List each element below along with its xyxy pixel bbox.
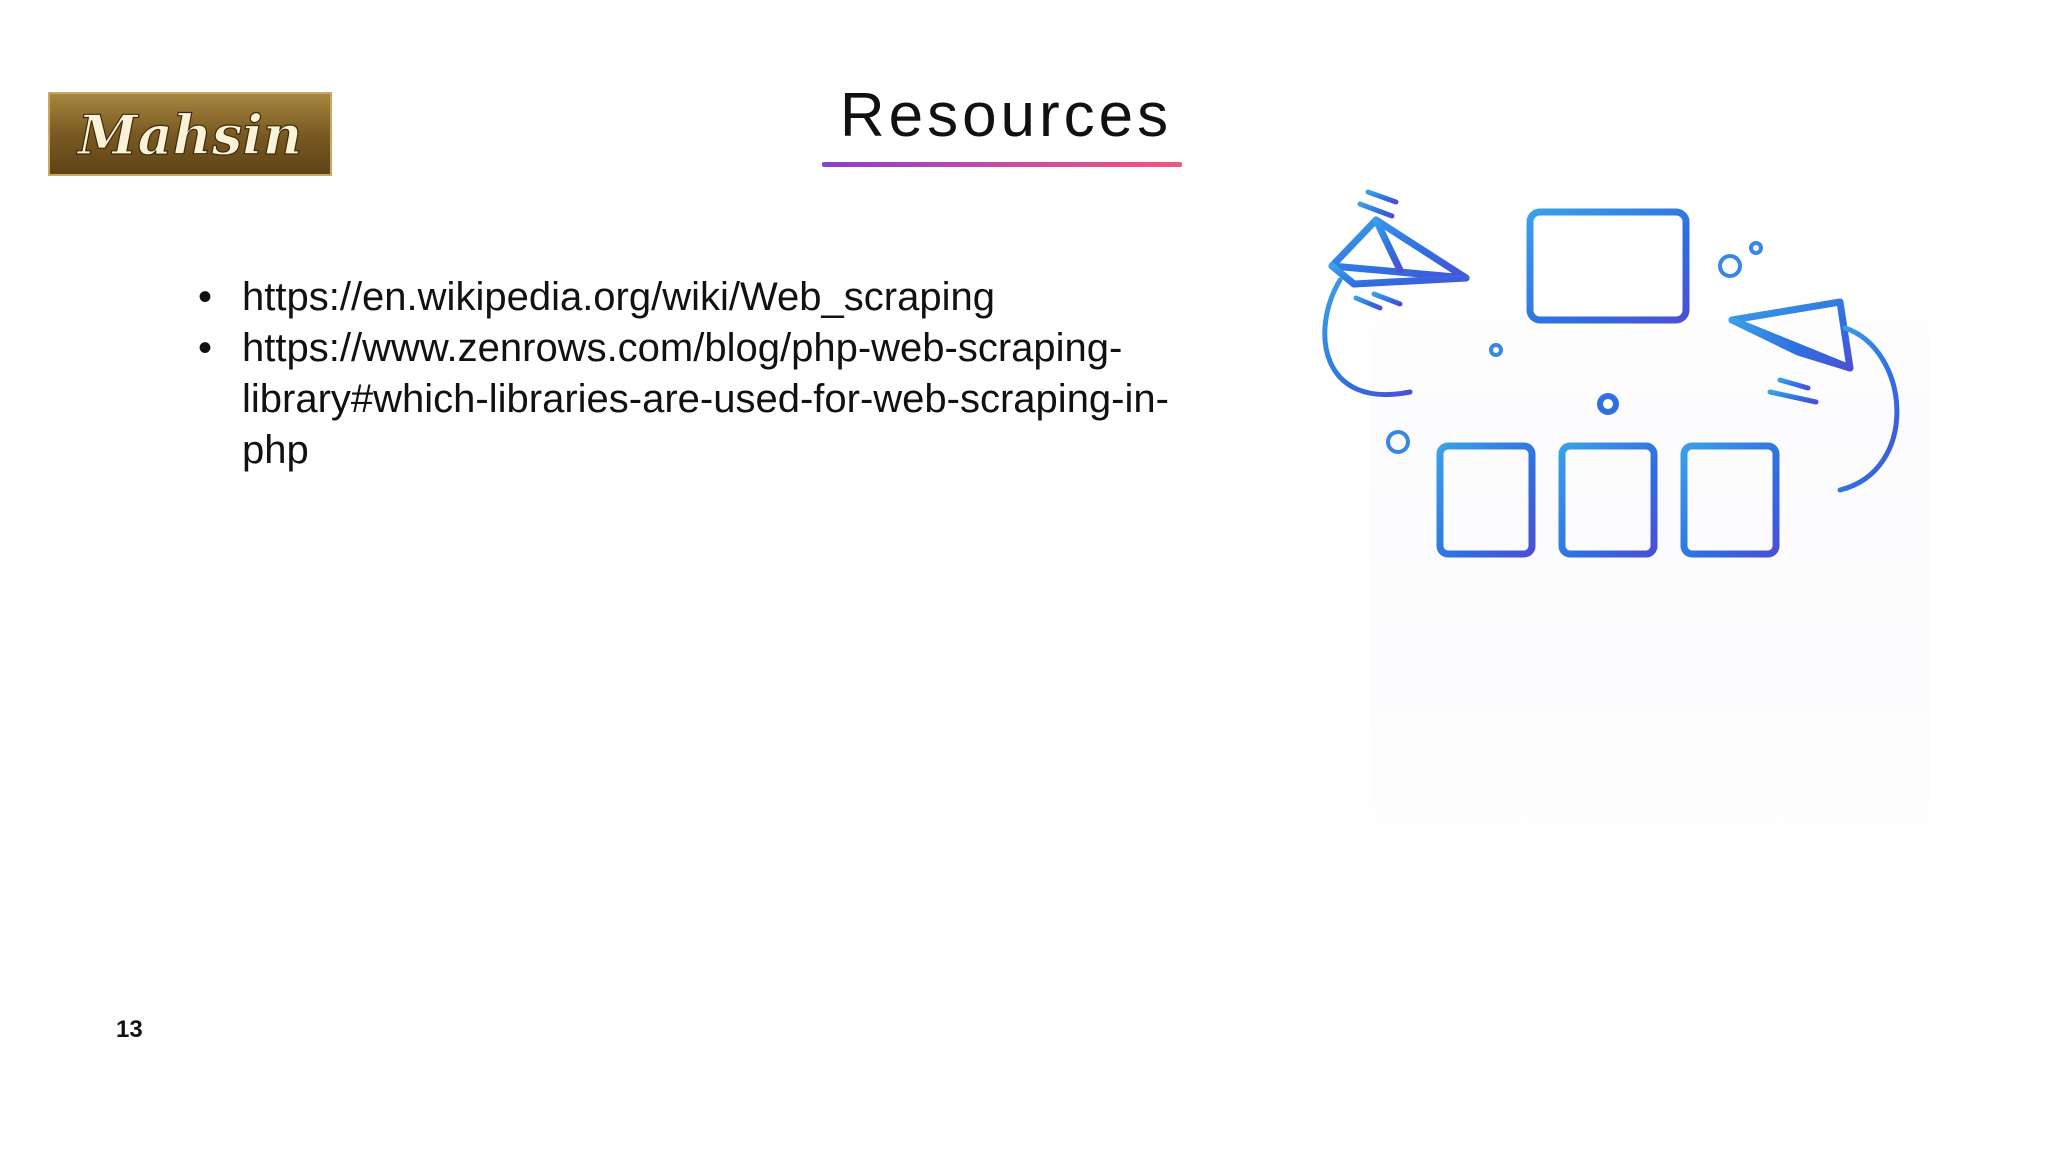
network-illustration — [1322, 189, 1900, 558]
logo-text: Mahsin — [76, 103, 302, 167]
paper-plane-icon — [1328, 216, 1470, 288]
slide-title: Resources — [839, 81, 1173, 150]
computer-network-sitemap-icon — [1300, 180, 1940, 580]
mahsin-logo: Mahsin — [48, 92, 332, 176]
document-icon — [1436, 442, 1536, 558]
resource-link-1[interactable]: https://en.wikipedia.org/wiki/Web_scrapi… — [242, 275, 995, 319]
bullet-marker: • — [197, 275, 212, 319]
resource-link-2[interactable]: https://www.zenrows.com/blog/php-web-scr… — [242, 326, 1169, 472]
page-number: 13 — [116, 1016, 143, 1043]
illustration-background — [1370, 200, 1930, 1000]
paper-plane-icon — [1728, 298, 1854, 372]
document-icon — [1558, 442, 1658, 558]
bullet-marker: • — [197, 326, 212, 370]
logo-graphic: Mahsin — [48, 92, 332, 176]
monitor-icon — [1526, 208, 1690, 324]
list-item: • https://en.wikipedia.org/wiki/Web_scra… — [190, 272, 1200, 323]
list-item: • https://www.zenrows.com/blog/php-web-s… — [190, 323, 1200, 476]
document-icon — [1680, 442, 1780, 558]
title-underline — [822, 162, 1182, 167]
resource-list: • https://en.wikipedia.org/wiki/Web_scra… — [190, 272, 1200, 476]
